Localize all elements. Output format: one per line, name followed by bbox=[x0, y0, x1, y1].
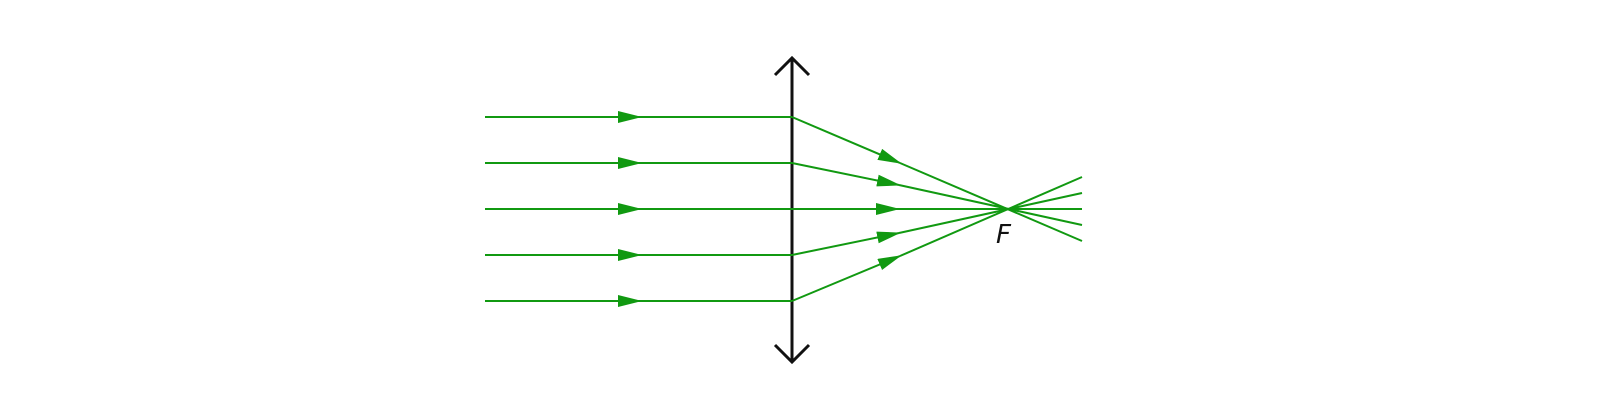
ray-4-refracted-arrow bbox=[791, 231, 901, 256]
ray-4 bbox=[485, 192, 1083, 261]
lens-top-arrowhead-icon bbox=[773, 55, 811, 77]
ray-5 bbox=[485, 176, 1083, 307]
lens-bottom-arrowhead-icon bbox=[773, 343, 811, 365]
ray-5-refracted-segment bbox=[899, 176, 1083, 257]
ray-5-refracted-arrow bbox=[791, 255, 902, 302]
focal-point-label: F bbox=[996, 220, 1012, 250]
ray-2 bbox=[485, 157, 1083, 226]
ray-4-refracted-segment bbox=[898, 192, 1083, 234]
ray-1 bbox=[485, 111, 1083, 242]
ray-2-refracted-arrow bbox=[791, 162, 901, 187]
ray-2-refracted-segment bbox=[898, 184, 1083, 226]
rays bbox=[485, 111, 1083, 307]
ray-1-refracted-arrow bbox=[791, 116, 902, 164]
ray-1-refracted-segment bbox=[899, 162, 1083, 242]
